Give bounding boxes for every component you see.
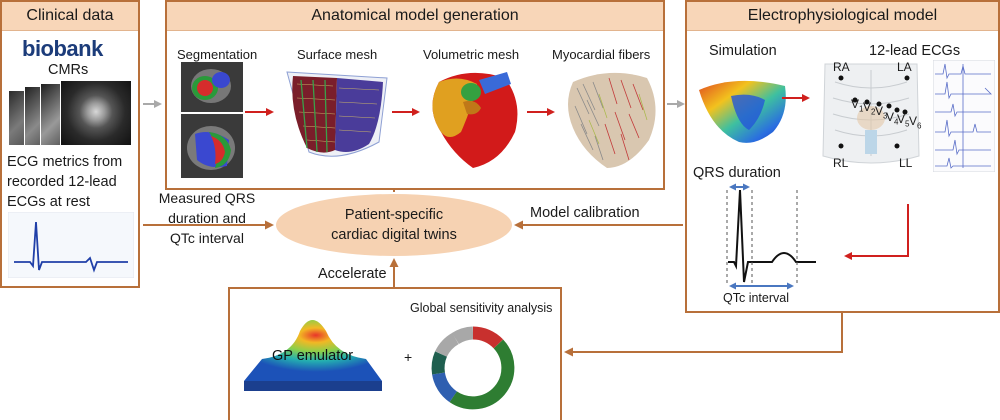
gp-emulator-label: GP emulator [272, 348, 354, 364]
clinical-data-title: Clinical data [2, 2, 138, 31]
qtc-interval-label: QTc interval [723, 291, 789, 305]
electrophysiological-model-panel: Electrophysiological model Simulation 12… [685, 0, 1000, 313]
electrode-la-label: LA [897, 60, 912, 74]
gsa-label: Global sensitivity analysis [410, 301, 553, 315]
ecg-metrics-text: ECG metrics from recorded 12-lead ECGs a… [7, 154, 123, 210]
volumetric-mesh-image [432, 72, 518, 168]
donut-segment-teal [431, 351, 448, 375]
plus-sign: + [404, 349, 413, 365]
qrs-duration-label: QRS duration [693, 165, 781, 181]
anatomical-model-title: Anatomical model generation [167, 2, 663, 31]
precordial-v6-label: V6 [909, 114, 922, 131]
biobank-logo: biobank [22, 36, 103, 61]
clinical-data-panel: Clinical data biobank CMRs ECG metrics f… [0, 0, 140, 288]
digital-twin-label: Patient-specific cardiac digital twins [331, 207, 457, 243]
cmr-image-stack [8, 80, 134, 146]
cmr-label: CMRs [48, 62, 89, 78]
accelerate-label: Accelerate [318, 266, 387, 282]
step-label-volumetric-mesh: Volumetric mesh [423, 47, 520, 62]
surface-mesh-image [286, 71, 388, 157]
precordial-v3-label: V3 [875, 104, 888, 121]
recorded-ecg-trace [8, 212, 134, 278]
precordial-v4-label: V4 [886, 110, 899, 127]
myocardial-fibers-image [568, 72, 656, 168]
simulation-label: Simulation [709, 43, 777, 59]
simulation-heart-image [699, 80, 786, 143]
segmentation-image-top [181, 62, 243, 112]
digital-twin-ellipse [276, 194, 512, 256]
model-calibration-label: Model calibration [530, 205, 640, 221]
segmentation-image-bottom [181, 114, 243, 178]
donut-segment-blue [432, 372, 458, 403]
precordial-v1-label: V1 [851, 97, 864, 114]
donut-segment-grey [451, 326, 474, 345]
torso-electrode-image [822, 63, 920, 164]
donut-segment-red [472, 326, 504, 349]
gp-emulator-surface [244, 320, 382, 391]
donut-segment-grey-2 [435, 332, 459, 358]
ecg12-label: 12-lead ECGs [869, 43, 961, 59]
emulator-panel: GP emulator + Global sensitivity analysi… [228, 287, 562, 420]
step-label-surface-mesh: Surface mesh [297, 47, 378, 62]
step-label-myocardial-fibers: Myocardial fibers [552, 47, 651, 62]
electrode-ra-label: RA [833, 60, 850, 74]
step-label-segmentation: Segmentation [177, 47, 258, 62]
precordial-v2-label: V2 [863, 100, 876, 117]
electrophysiological-model-title: Electrophysiological model [687, 2, 998, 31]
electrode-rl-label: RL [833, 156, 849, 170]
measured-qrs-qtc-label: Measured QRS duration and QTc interval [158, 190, 256, 246]
cmr-slice-4 [60, 80, 132, 146]
sensitivity-donut-chart [431, 326, 515, 410]
twelve-lead-ecg-sheet [933, 60, 995, 172]
precordial-v5-label: V5 [897, 112, 910, 129]
anatomical-model-panel: Anatomical model generation Segmentation… [165, 0, 665, 190]
arrow-electro-to-emulator [564, 313, 843, 357]
donut-segment-green [449, 339, 515, 410]
electrode-ll-label: LL [899, 156, 913, 170]
